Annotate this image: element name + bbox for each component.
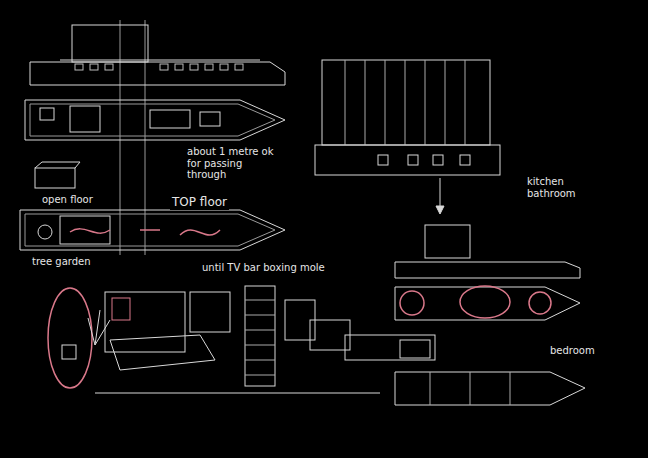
- handwritten-note: tree garden: [30, 256, 93, 268]
- handwritten-note: until TV bar boxing mole: [200, 262, 327, 274]
- handwritten-note: open floor: [40, 194, 95, 206]
- handwritten-note: kitchen bathroom: [525, 176, 599, 199]
- handwritten-note: about 1 metre ok for passing through: [185, 146, 284, 181]
- handwritten-note: bedroom: [548, 345, 597, 357]
- handwritten-note: TOP floor: [170, 196, 229, 210]
